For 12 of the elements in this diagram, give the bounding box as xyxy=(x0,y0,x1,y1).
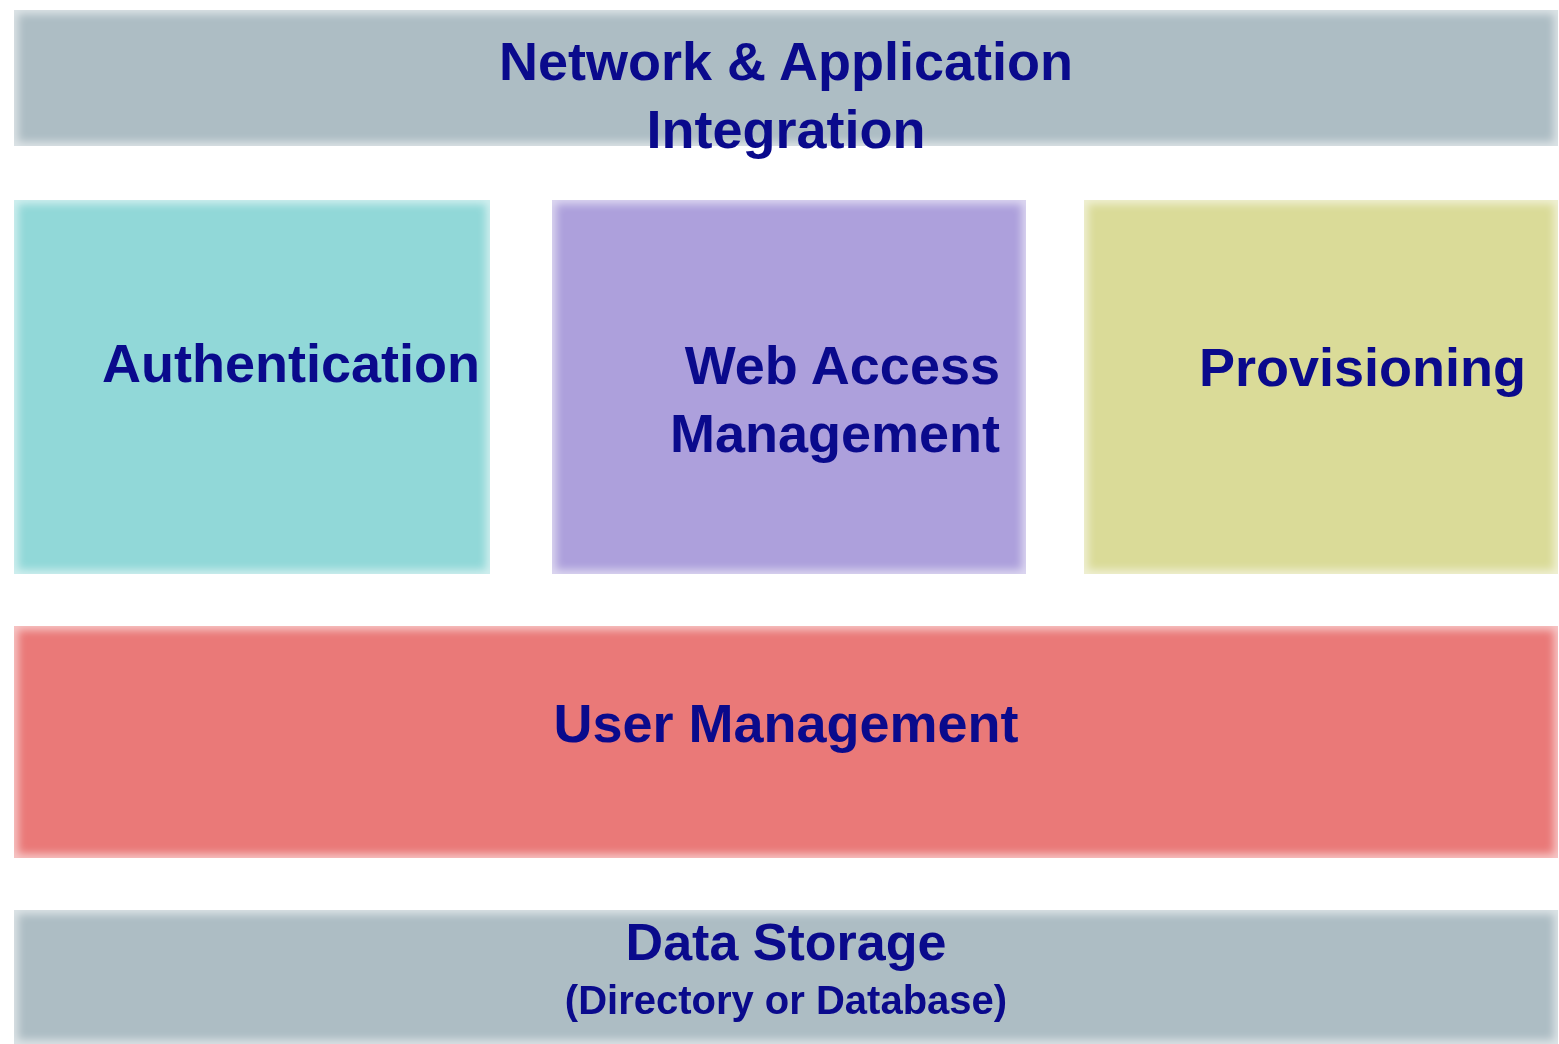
heading-text: Network & Application Integration xyxy=(497,30,1074,161)
layer-band xyxy=(14,626,1558,858)
module-box xyxy=(552,200,1026,574)
heading-text: Provisioning xyxy=(1198,336,1526,399)
heading-text: Web Access Management xyxy=(668,334,1000,465)
layer-band xyxy=(14,910,1558,1044)
heading-text: Authentication xyxy=(102,332,480,395)
module-box xyxy=(1084,200,1558,574)
heading-text: User Management xyxy=(553,692,1019,755)
module-box xyxy=(14,200,490,574)
heading-text: Data Storage xyxy=(625,912,947,973)
subheading-text: (Directory or Database) xyxy=(564,977,1008,1024)
